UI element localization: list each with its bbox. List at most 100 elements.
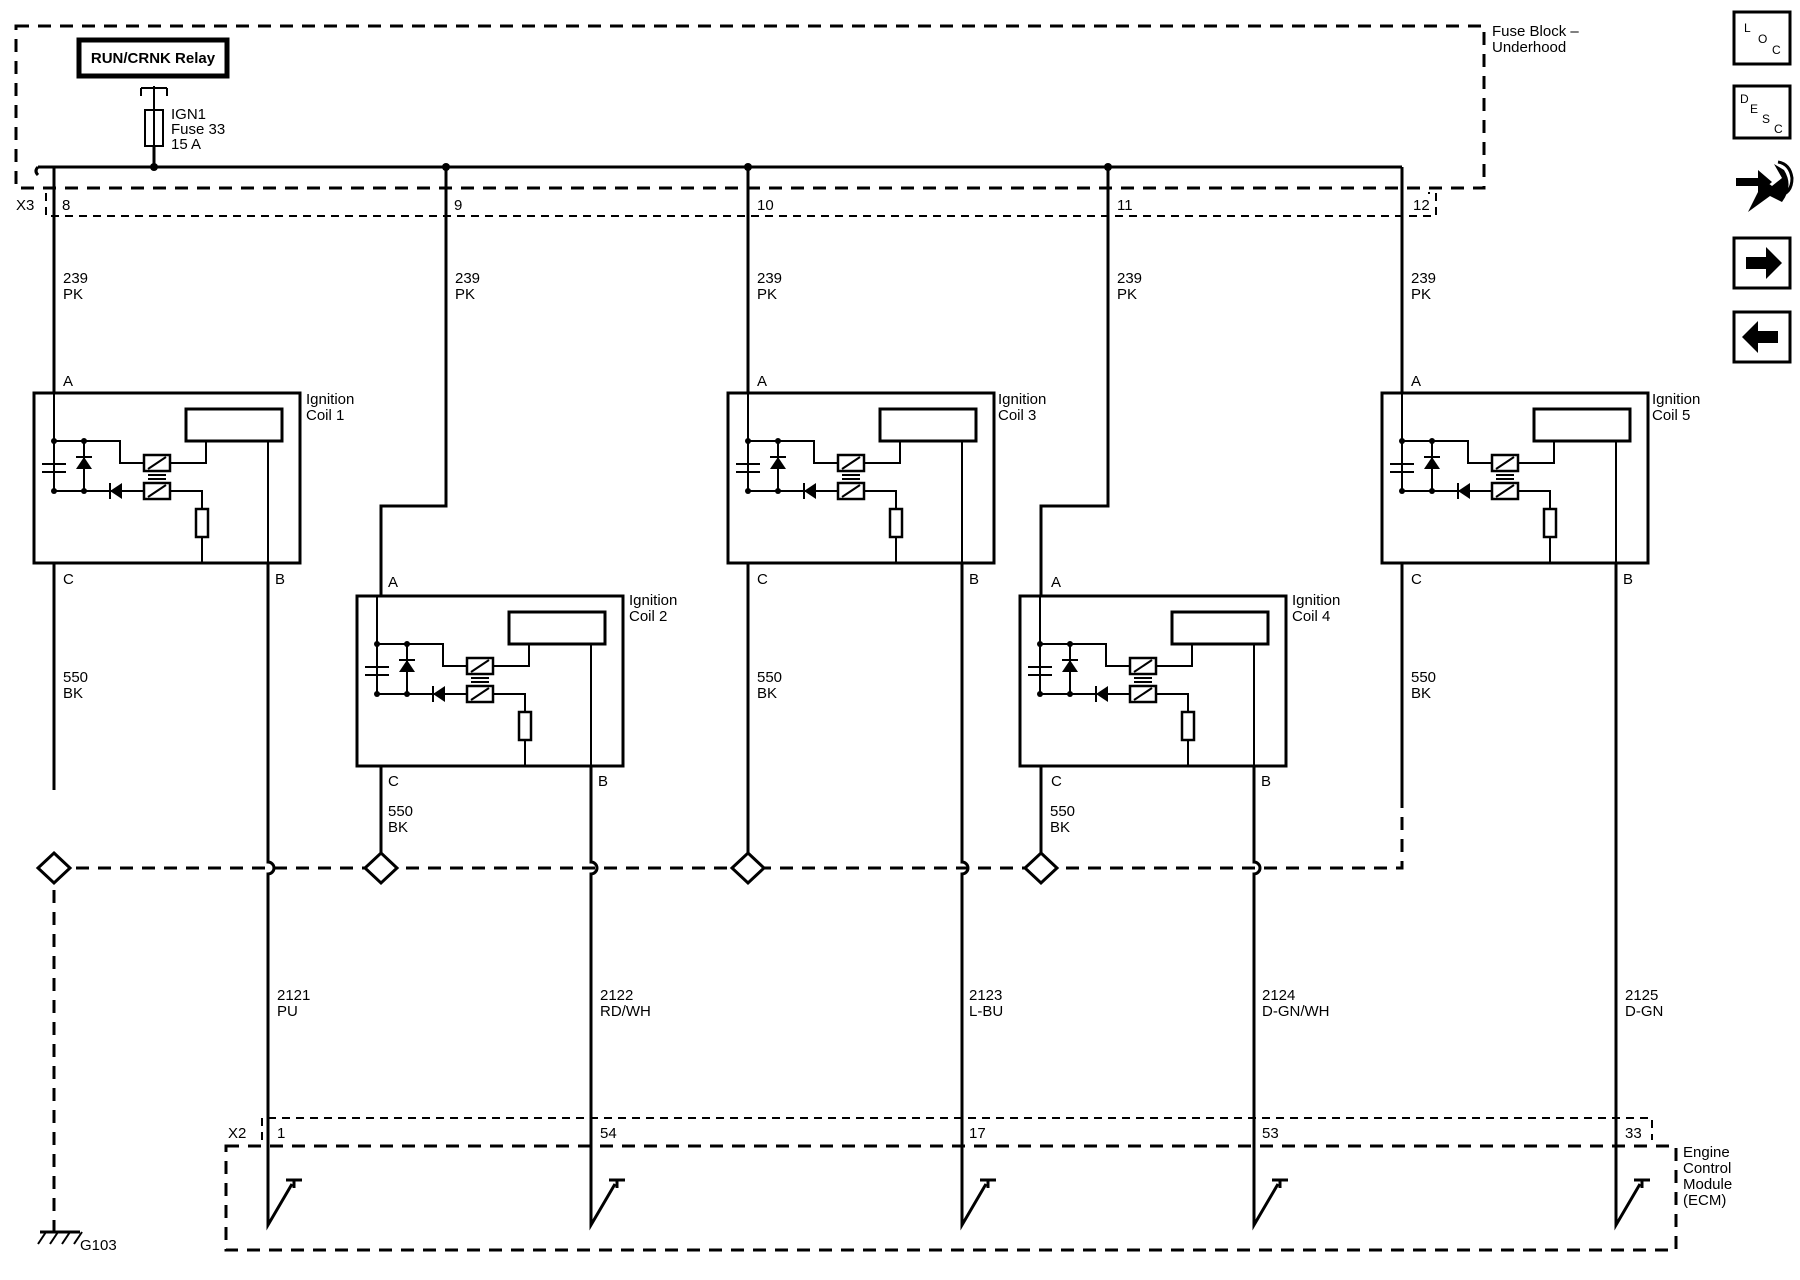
feed-1-circuit: 239 [63, 270, 88, 287]
x2-label: X2 [228, 1125, 246, 1142]
ignition-coil-4: A C B Ignition Coil 4 [1018, 574, 1340, 790]
x3-pin-12: 12 [1413, 197, 1430, 214]
feed-3-color: PK [757, 286, 777, 303]
x3-label: X3 [16, 197, 34, 214]
svg-text:L: L [1744, 21, 1751, 35]
x2-pin-1: 1 [277, 1125, 285, 1142]
run-crnk-relay [76, 37, 230, 79]
coil-2-pin-b: B [598, 773, 608, 790]
feed-wires: 239 PK 239 PK 239 PK 239 PK 239 PK [52, 167, 1436, 596]
x2-pin-33: 33 [1625, 1125, 1642, 1142]
control-3-circuit: 2123 [969, 987, 1002, 1004]
coil-3-pin-c: C [757, 571, 768, 588]
control-4-circuit: 2124 [1262, 987, 1295, 1004]
ignition-coil-2: A C B Ignition Coil 2 [355, 574, 677, 790]
coil-2-name-2: Coil 2 [629, 608, 667, 625]
feed-4-color: PK [1117, 286, 1137, 303]
ground-1-circuit: 550 [63, 669, 88, 686]
x3-pin-8: 8 [62, 197, 70, 214]
coil-1-name-2: Coil 1 [306, 407, 344, 424]
coil-3-name-1: Ignition [998, 391, 1046, 408]
coil-1-pin-b: B [275, 571, 285, 588]
feed-5-color: PK [1411, 286, 1431, 303]
relay-label: RUN/CRNK Relay [91, 50, 216, 67]
x2-pin-53: 53 [1262, 1125, 1279, 1142]
feed-2-circuit: 239 [455, 270, 480, 287]
ground-2-circuit: 550 [388, 803, 413, 820]
coil-5-pin-c: C [1411, 571, 1422, 588]
coil-5-pin-a: A [1411, 373, 1421, 390]
fuse-block-underhood: Fuse Block – Underhood RUN/CRNK Relay IG… [14, 23, 1579, 217]
control-1-color: PU [277, 1003, 298, 1020]
ecm-label-4: (ECM) [1683, 1192, 1726, 1209]
loc-icon[interactable]: L O C [1732, 10, 1792, 66]
feed-1-color: PK [63, 286, 83, 303]
ground-label: G103 [80, 1237, 117, 1254]
control-5-color: D-GN [1625, 1003, 1663, 1020]
coil-3-pin-b: B [969, 571, 979, 588]
ground-3-circuit: 550 [757, 669, 782, 686]
feed-2-color: PK [455, 286, 475, 303]
fuse-block-label-1: Fuse Block – [1492, 23, 1579, 40]
coil-4-pin-a: A [1051, 574, 1061, 591]
svg-text:E: E [1750, 102, 1758, 116]
coil-4-pin-c: C [1051, 773, 1062, 790]
control-2-color: RD/WH [600, 1003, 651, 1020]
control-3-color: L-BU [969, 1003, 1003, 1020]
control-1-circuit: 2121 [277, 987, 310, 1004]
coil-4-pin-b: B [1261, 773, 1271, 790]
coil-1-pin-a: A [63, 373, 73, 390]
ground-4-color: BK [1050, 819, 1070, 836]
coil-5-name-2: Coil 5 [1652, 407, 1690, 424]
x2-pin-17: 17 [969, 1125, 986, 1142]
coil-1-pin-c: C [63, 571, 74, 588]
ignition-coil-3: A C B Ignition Coil 3 [726, 373, 1046, 588]
fuse-label-3: 15 A [171, 136, 201, 153]
ground-4-circuit: 550 [1050, 803, 1075, 820]
ecm-label-2: Control [1683, 1160, 1731, 1177]
fuse-block-label-2: Underhood [1492, 39, 1566, 56]
feed-4-circuit: 239 [1117, 270, 1142, 287]
coil-1-name-1: Ignition [306, 391, 354, 408]
x3-pin-10: 10 [757, 197, 774, 214]
control-wires: 2121 PU 2122 RD/WH 2123 L-BU 2124 D-GN/W… [266, 563, 1663, 1123]
coil-5-name-1: Ignition [1652, 391, 1700, 408]
svg-text:C: C [1772, 43, 1781, 57]
control-4-color: D-GN/WH [1262, 1003, 1330, 1020]
desc-icon[interactable]: D E S C [1732, 84, 1792, 140]
connector-tool-icon[interactable] [1736, 160, 1794, 212]
svg-text:C: C [1774, 122, 1783, 136]
ignition-coil-1: A C B Ignition Coil 1 [32, 373, 354, 588]
prev-arrow-icon[interactable] [1732, 310, 1792, 364]
svg-text:O: O [1758, 32, 1767, 46]
feed-3-circuit: 239 [757, 270, 782, 287]
coil-3-name-2: Coil 3 [998, 407, 1036, 424]
svg-text:D: D [1740, 92, 1749, 106]
coil-2-name-1: Ignition [629, 592, 677, 609]
x2-pin-54: 54 [600, 1125, 617, 1142]
ground-3-color: BK [757, 685, 777, 702]
coil-5-pin-b: B [1623, 571, 1633, 588]
ecm-label-3: Module [1683, 1176, 1732, 1193]
feed-5-circuit: 239 [1411, 270, 1436, 287]
ground-symbol-icon [37, 1230, 83, 1245]
ground-5-circuit: 550 [1411, 669, 1436, 686]
engine-control-module: X2 1 54 17 53 33 Engine Control Module (… [224, 1117, 1732, 1252]
coil-2-pin-a: A [388, 574, 398, 591]
control-2-circuit: 2122 [600, 987, 633, 1004]
ground-1-color: BK [63, 685, 83, 702]
ignition-coil-5: A C B Ignition Coil 5 [1380, 373, 1700, 588]
nav-icons: L O C D E S C [1732, 10, 1794, 364]
coil-3-pin-a: A [757, 373, 767, 390]
x3-pin-11: 11 [1117, 197, 1133, 214]
fuse-label-2: Fuse 33 [171, 121, 225, 138]
x3-pin-9: 9 [454, 197, 462, 214]
next-arrow-icon[interactable] [1732, 236, 1792, 290]
ground-wires: 550 BK 550 BK 550 BK 550 BK 550 BK G103 [35, 563, 1436, 1254]
svg-text:S: S [1762, 112, 1770, 126]
coil-4-name-2: Coil 4 [1292, 608, 1330, 625]
coil-2-pin-c: C [388, 773, 399, 790]
ground-5-color: BK [1411, 685, 1431, 702]
ground-2-color: BK [388, 819, 408, 836]
